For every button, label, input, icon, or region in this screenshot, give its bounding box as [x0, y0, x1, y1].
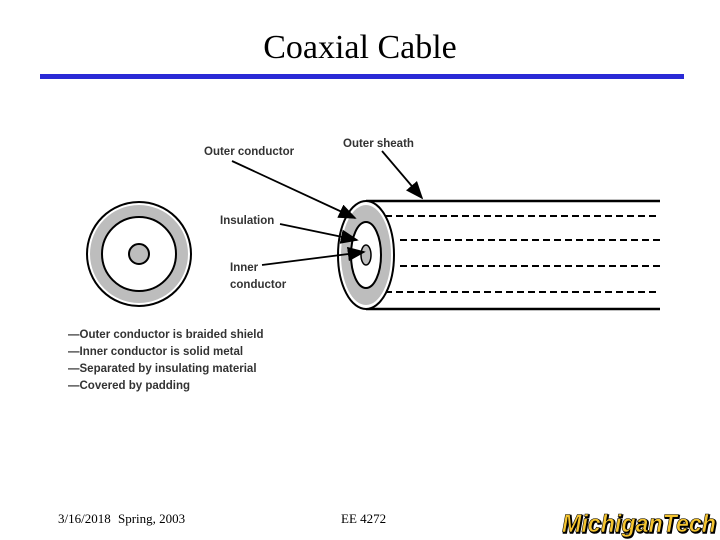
note-item: —Covered by padding: [68, 380, 190, 392]
footer-course: EE 4272: [341, 511, 387, 526]
cable-side-view: [337, 199, 660, 311]
arrow-outer-sheath: [381, 150, 424, 200]
arrow-outer-conductor: [231, 160, 357, 219]
footer-term: Spring, 2003: [118, 511, 186, 526]
svg-text:MichiganTech: MichiganTech: [562, 510, 716, 538]
arrow-insulation: [279, 223, 359, 244]
label-inner-line1: Inner: [230, 262, 259, 274]
label-outer-sheath: Outer sheath: [343, 138, 414, 150]
label-inner-line2: conductor: [230, 279, 287, 291]
note-item: —Outer conductor is braided shield: [68, 329, 264, 341]
cross-section-inner-conductor: [128, 243, 150, 265]
arrow-inner-conductor: [261, 246, 366, 266]
cross-section: [86, 201, 192, 307]
note-item: —Separated by insulating material: [68, 363, 257, 375]
cable-end-inner-conductor: [360, 244, 372, 266]
michigan-tech-logo: MichiganTech MichiganTech: [562, 510, 718, 540]
note-item: —Inner conductor is solid metal: [68, 346, 243, 358]
svg-text:MichiganTech: MichiganTech: [563, 511, 717, 539]
label-outer-conductor: Outer conductor: [204, 146, 295, 158]
slide-title: Coaxial Cable: [263, 29, 457, 66]
title-rule: [40, 74, 684, 79]
label-insulation: Insulation: [220, 215, 274, 227]
footer-date: 3/16/2018: [58, 511, 111, 526]
